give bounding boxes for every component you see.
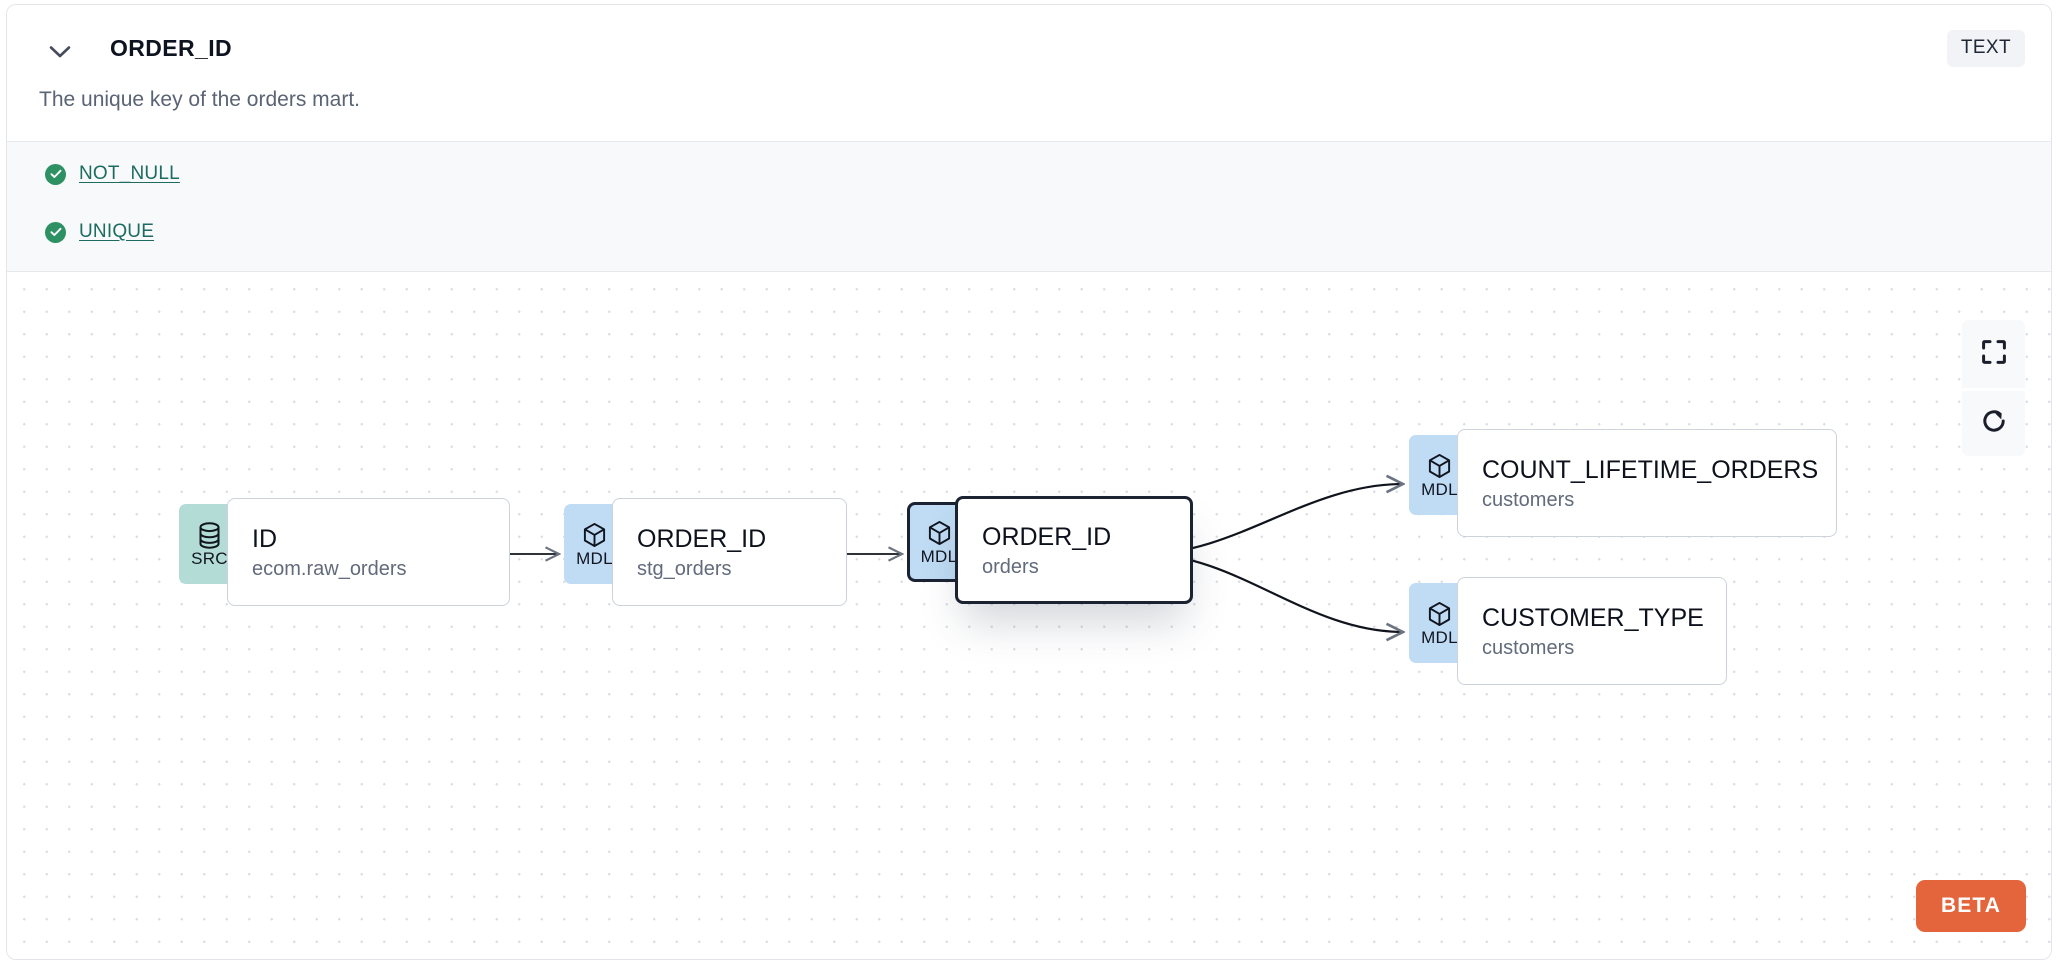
test-link-unique[interactable]: UNIQUE (79, 221, 155, 242)
lineage-node-orders-order-id-selected[interactable]: MDL ORDER_ID orders (907, 496, 1193, 604)
cube-icon (927, 520, 952, 547)
test-link-not-null[interactable]: NOT_NULL (79, 163, 180, 184)
node-source-name: ecom.raw_orders (252, 558, 407, 581)
fullscreen-icon (1981, 339, 2007, 370)
column-detail-panel: ORDER_ID TEXT The unique key of the orde… (6, 4, 2052, 960)
node-body: COUNT_LIFETIME_ORDERS customers (1457, 429, 1837, 537)
node-body: ID ecom.raw_orders (227, 498, 510, 606)
node-badge-label: MDL (920, 546, 958, 566)
cube-icon (1427, 453, 1452, 480)
fit-view-button[interactable] (1962, 320, 2025, 388)
page-title: ORDER_ID (110, 35, 233, 61)
lineage-node-customers-customer-type[interactable]: MDL CUSTOMER_TYPE customers (1409, 577, 1727, 685)
refresh-icon (1980, 407, 2008, 440)
node-column-name: ORDER_ID (637, 524, 767, 553)
node-column-name: ID (252, 524, 277, 553)
test-row: NOT_NULL (45, 163, 180, 185)
check-circle-icon (45, 163, 66, 185)
check-circle-icon (45, 221, 66, 243)
node-body: ORDER_ID orders (955, 496, 1193, 604)
node-badge-label: MDL (576, 548, 613, 568)
lineage-node-stg-orders-order-id[interactable]: MDL ORDER_ID stg_orders (564, 498, 847, 606)
test-row: UNIQUE (45, 221, 154, 243)
chevron-down-icon[interactable] (47, 39, 73, 65)
node-column-name: COUNT_LIFETIME_ORDERS (1482, 455, 1819, 484)
tests-section: NOT_NULL UNIQUE (7, 141, 2051, 272)
lineage-node-src-id[interactable]: SRC ID ecom.raw_orders (179, 498, 510, 606)
cube-icon (1427, 601, 1452, 628)
data-type-badge: TEXT (1946, 30, 2025, 67)
lineage-graph-canvas[interactable]: SRC ID ecom.raw_orders MDL ORDE (7, 272, 2052, 960)
node-column-name: ORDER_ID (982, 522, 1112, 551)
node-source-name: customers (1482, 489, 1575, 512)
panel-header: ORDER_ID TEXT The unique key of the orde… (7, 5, 2051, 111)
node-badge-label: MDL (1421, 479, 1458, 499)
reset-button[interactable] (1962, 388, 2025, 456)
lineage-node-customers-count-lifetime-orders[interactable]: MDL COUNT_LIFETIME_ORDERS customers (1409, 429, 1837, 537)
node-source-name: orders (982, 556, 1039, 579)
node-source-name: stg_orders (637, 558, 732, 581)
graph-controls (1962, 320, 2025, 456)
node-body: CUSTOMER_TYPE customers (1457, 577, 1727, 685)
node-badge-label: MDL (1421, 627, 1458, 647)
node-source-name: customers (1482, 637, 1575, 660)
node-body: ORDER_ID stg_orders (612, 498, 847, 606)
node-badge-label: SRC (191, 548, 228, 568)
cube-icon (582, 522, 607, 549)
lineage-edges (462, 272, 2052, 960)
node-column-name: CUSTOMER_TYPE (1482, 603, 1704, 632)
column-description: The unique key of the orders mart. (39, 88, 360, 111)
beta-badge[interactable]: BETA (1915, 880, 2026, 932)
database-icon (197, 521, 222, 549)
